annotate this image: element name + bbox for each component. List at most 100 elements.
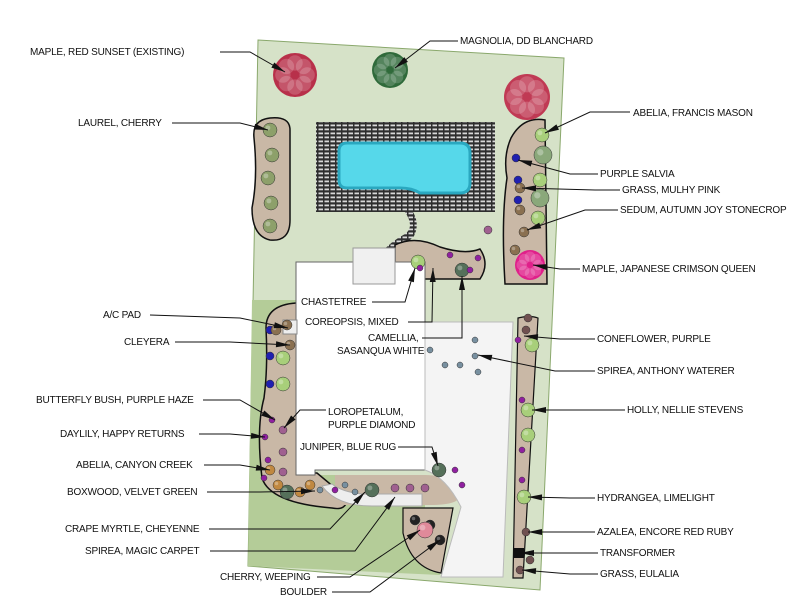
arrowhead-icon	[524, 334, 539, 341]
grass-icon	[281, 319, 293, 331]
azalea-icon	[521, 325, 531, 335]
grass-icon	[514, 204, 526, 216]
leader-line	[207, 488, 316, 495]
leader-line	[372, 267, 416, 303]
arrowhead-icon	[261, 410, 275, 420]
arrowhead-icon	[522, 185, 537, 192]
arrowhead-icon	[459, 276, 465, 290]
loropetalum-icon	[278, 425, 288, 435]
loropetalum-icon	[278, 467, 288, 477]
leader-line	[172, 122, 269, 131]
boulder-icon	[409, 514, 421, 526]
daylily-icon	[416, 264, 424, 272]
grass-icon	[514, 182, 526, 194]
spirea-icon	[316, 486, 324, 494]
purple-salvia-icon	[265, 379, 275, 389]
leader-line	[332, 539, 441, 593]
arrowhead-icon	[275, 341, 290, 348]
leader-line	[528, 529, 595, 535]
magnolia-icon	[372, 52, 408, 88]
leader-line	[283, 409, 326, 429]
loropetalum-icon	[390, 483, 400, 493]
label-maple-japanese: MAPLE, JAPANESE CRIMSON QUEEN	[582, 264, 756, 275]
label-abelia-francis: ABELIA, FRANCIS MASON	[633, 108, 753, 119]
shrub-icon	[275, 350, 291, 366]
grass-icon	[518, 226, 530, 238]
daylily-icon	[331, 486, 339, 494]
loropetalum-icon	[278, 447, 288, 457]
label-maple-red-sunset: MAPLE, RED SUNSET (EXISTING)	[30, 47, 184, 58]
label-cleyera: CLEYERA	[124, 337, 170, 348]
purple-salvia-icon	[513, 195, 523, 205]
label-crape-myrtle: CRAPE MYRTLE, CHEYENNE	[65, 524, 200, 535]
spirea-icon	[471, 336, 479, 344]
loropetalum-icon	[420, 483, 430, 493]
label-boulder: BOULDER	[280, 587, 327, 598]
abelia-canyon-icon	[272, 479, 284, 491]
driveway	[424, 321, 514, 578]
transformer-icon	[514, 548, 524, 558]
daylily-icon	[260, 474, 268, 482]
daylily-icon	[466, 266, 474, 274]
label-magnolia: MAGNOLIA, DD BLANCHARD	[460, 36, 593, 47]
label-juniper: JUNIPER, BLUE RUG	[300, 442, 396, 453]
label-abelia-canyon: ABELIA, CANYON CREEK	[76, 460, 193, 471]
arrowhead-icon	[384, 497, 395, 511]
arrowhead-icon	[533, 264, 548, 271]
juniper-icon	[454, 262, 470, 278]
label-laurel: LAUREL, CHERRY	[78, 118, 162, 129]
arrowhead-icon	[528, 494, 543, 501]
label-loropetalum-2: PURPLE DIAMOND	[328, 420, 415, 431]
label-coneflower: CONEFLOWER, PURPLE	[597, 334, 711, 345]
leader-line	[477, 354, 595, 372]
laurel-cherry-icon	[263, 195, 279, 211]
grass-icon	[509, 244, 521, 256]
arrowhead-icon	[353, 492, 365, 505]
leader-line	[544, 111, 630, 134]
shrub-icon	[532, 172, 548, 188]
spirea-icon	[426, 346, 434, 354]
maple-japanese-icon	[515, 250, 545, 280]
arrowhead-icon	[406, 530, 420, 541]
arrowhead-icon	[532, 407, 546, 413]
arrowhead-icon	[522, 568, 537, 575]
arrowhead-icon	[255, 464, 270, 471]
arrowhead-icon	[528, 529, 542, 535]
label-camellia-1: CAMELLIA,	[368, 333, 418, 344]
daylily-icon	[451, 466, 459, 474]
daylily-icon	[474, 254, 482, 262]
shrub-icon	[524, 337, 540, 353]
leader-line	[521, 568, 598, 575]
label-butterfly-bush: BUTTERFLY BUSH, PURPLE HAZE	[36, 395, 194, 406]
maple-red-sunset-icon	[504, 74, 550, 120]
label-azalea: AZALEA, ENCORE RED RUBY	[597, 527, 734, 538]
daylily-icon	[458, 481, 466, 489]
azalea-icon	[525, 555, 535, 565]
laurel-cherry-icon	[262, 218, 278, 234]
daylily-icon	[518, 396, 526, 404]
arrowhead-icon	[430, 451, 438, 466]
spirea-icon	[474, 368, 482, 376]
daylily-icon	[446, 251, 454, 259]
spirea-icon	[341, 481, 349, 489]
leader-line	[517, 159, 598, 175]
shrub-icon	[275, 376, 291, 392]
arrowhead-icon	[408, 268, 415, 283]
juniper-icon	[364, 482, 380, 498]
label-loropetalum-1: LOROPETALUM,	[328, 407, 403, 418]
leader-line	[204, 464, 271, 471]
label-holly: HOLLY, NELLIE STEVENS	[627, 405, 744, 416]
azalea-icon	[523, 313, 533, 323]
arrowhead-icon	[429, 268, 436, 283]
label-spirea-anthony: SPIREA, ANTHONY WATERER	[597, 366, 734, 377]
spirea-icon	[351, 488, 359, 496]
arrowhead-icon	[478, 354, 493, 361]
label-daylily: DAYLILY, HAPPY RETURNS	[60, 429, 185, 440]
juniper-icon	[431, 462, 447, 478]
arrowhead-icon	[300, 488, 315, 495]
daylily-icon	[514, 336, 522, 344]
label-hydrangea: HYDRANGEA, LIMELIGHT	[597, 493, 715, 504]
stepping-path	[380, 212, 417, 258]
daylily-icon	[264, 456, 272, 464]
